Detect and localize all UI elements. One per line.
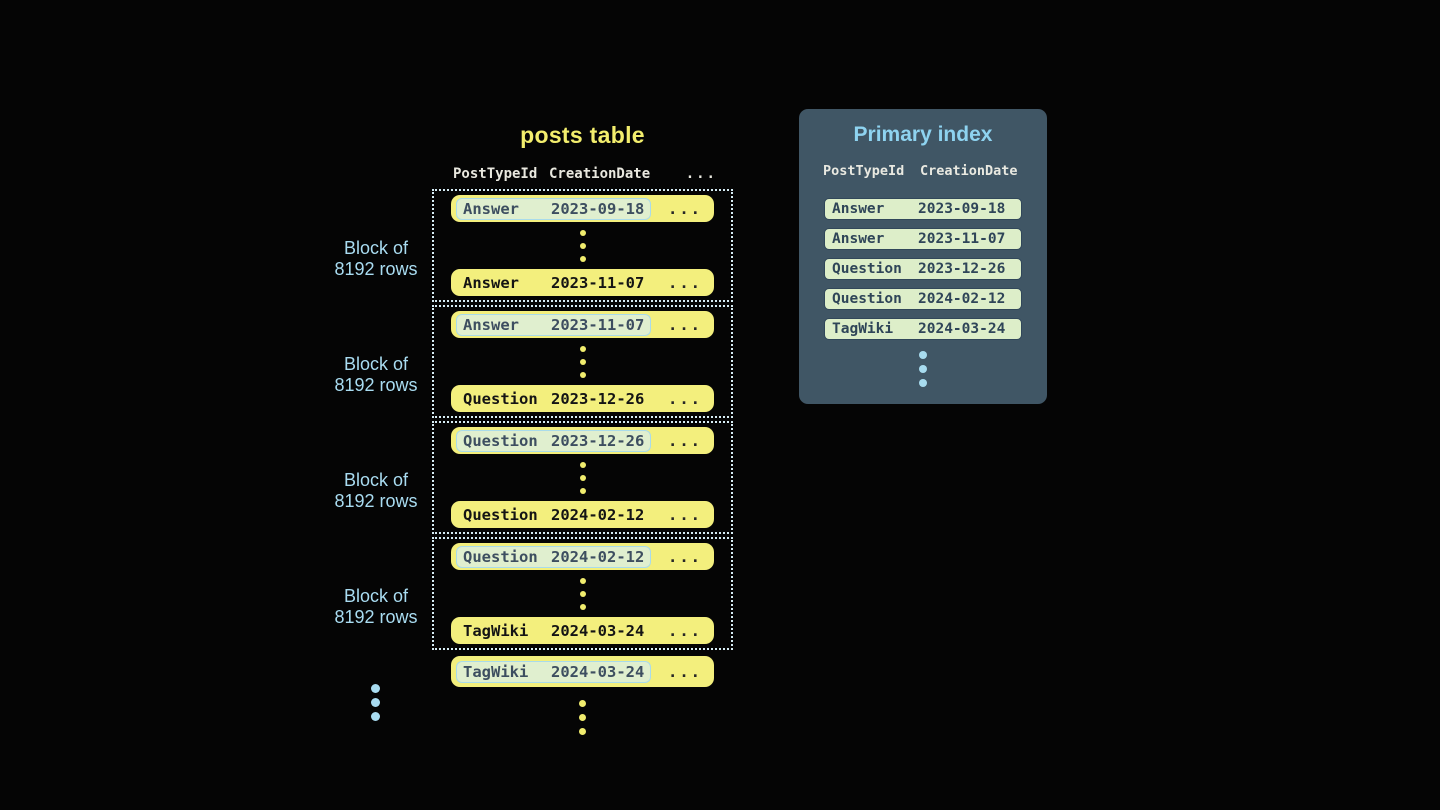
row-block-1: Answer 2023-09-18 ... Answer 2023-11-07 … [432, 189, 733, 302]
index-row: TagWiki 2024-03-24 [824, 318, 1022, 340]
primary-index-rows: Answer 2023-09-18 Answer 2023-11-07 Ques… [824, 198, 1022, 340]
cell-posttypeid: Question [463, 505, 538, 524]
row-block-3: Question 2023-12-26 ... Question 2024-02… [432, 421, 733, 534]
column-header-more-ellipsis: ... [685, 166, 717, 182]
cell-creationdate: 2024-02-12 [551, 505, 645, 524]
more-blocks-ellipsis-icon [371, 681, 380, 723]
block-label-4: Block of 8192 rows [334, 586, 418, 627]
index-key-highlight: Question 2024-02-12 [456, 545, 652, 568]
table-row: Answer 2023-11-07 ... [451, 269, 714, 296]
column-header-creationdate: CreationDate [920, 163, 1018, 179]
posts-table-title: posts table [520, 122, 645, 148]
cell-posttypeid: Question [832, 261, 902, 277]
cell-more-ellipsis: ... [668, 547, 702, 566]
cell-creationdate: 2024-02-12 [918, 291, 1006, 307]
index-row: Answer 2023-11-07 [824, 228, 1022, 250]
table-row: Answer 2023-11-07 ... [451, 311, 714, 338]
cell-posttypeid: Answer [463, 273, 519, 292]
index-row: Question 2023-12-26 [824, 258, 1022, 280]
cell-creationdate: 2023-12-26 [551, 389, 645, 408]
cell-posttypeid: TagWiki [832, 321, 894, 337]
cell-more-ellipsis: ... [668, 431, 702, 450]
cell-more-ellipsis: ... [668, 662, 702, 681]
block-label-3: Block of 8192 rows [334, 470, 418, 511]
column-header-creationdate: CreationDate [549, 166, 651, 182]
cell-more-ellipsis: ... [668, 505, 702, 524]
cell-creationdate: 2024-03-24 [551, 621, 645, 640]
posts-table-blocks: Answer 2023-09-18 ... Answer 2023-11-07 … [432, 189, 733, 738]
table-row: TagWiki 2024-03-24 ... [451, 617, 714, 644]
cell-creationdate: 2023-12-26 [551, 431, 645, 450]
table-row: Question 2023-12-26 ... [451, 427, 714, 454]
index-key-highlight: Question 2023-12-26 [456, 429, 652, 452]
vertical-ellipsis-icon [451, 342, 714, 381]
vertical-ellipsis-icon [432, 696, 733, 738]
table-row: Answer 2023-09-18 ... [451, 195, 714, 222]
primary-index-panel: Primary index PostTypeId CreationDate An… [799, 109, 1047, 404]
cell-more-ellipsis: ... [668, 199, 702, 218]
column-header-posttypeid: PostTypeId [823, 163, 905, 179]
cell-more-ellipsis: ... [668, 315, 702, 334]
cell-more-ellipsis: ... [668, 621, 702, 640]
table-row: Question 2024-02-12 ... [451, 543, 714, 570]
cell-creationdate: 2023-11-07 [551, 273, 645, 292]
column-header-posttypeid: PostTypeId [453, 166, 538, 182]
vertical-ellipsis-icon [451, 458, 714, 497]
cell-posttypeid: Question [463, 547, 538, 566]
row-block-4: Question 2024-02-12 ... TagWiki 2024-03-… [432, 537, 733, 650]
table-row: Question 2024-02-12 ... [451, 501, 714, 528]
cell-posttypeid: Question [463, 389, 538, 408]
cell-creationdate: 2023-11-07 [918, 231, 1006, 247]
cell-posttypeid: Question [463, 431, 538, 450]
cell-posttypeid: Answer [832, 201, 885, 217]
index-key-highlight: Answer 2023-09-18 [456, 197, 652, 220]
vertical-ellipsis-icon [451, 574, 714, 613]
cell-more-ellipsis: ... [668, 273, 702, 292]
cell-posttypeid: Answer [832, 231, 885, 247]
cell-posttypeid: Answer [463, 199, 519, 218]
cell-creationdate: 2023-12-26 [918, 261, 1006, 277]
cell-posttypeid: Answer [463, 315, 519, 334]
row-block-2: Answer 2023-11-07 ... Question 2023-12-2… [432, 305, 733, 418]
cell-creationdate: 2023-09-18 [551, 199, 645, 218]
table-row-overflow: TagWiki 2024-03-24 ... [451, 656, 714, 687]
cell-more-ellipsis: ... [668, 389, 702, 408]
cell-creationdate: 2023-11-07 [551, 315, 645, 334]
index-key-highlight: Answer 2023-11-07 [456, 313, 652, 336]
cell-creationdate: 2024-03-24 [918, 321, 1006, 337]
primary-index-title: Primary index [853, 123, 993, 146]
index-row: Question 2024-02-12 [824, 288, 1022, 310]
block-label-1: Block of 8192 rows [334, 238, 418, 279]
posts-table-column-headers: PostTypeId CreationDate ... [432, 166, 733, 182]
cell-posttypeid: TagWiki [463, 662, 529, 681]
table-row: Question 2023-12-26 ... [451, 385, 714, 412]
cell-posttypeid: Question [832, 291, 902, 307]
cell-creationdate: 2023-09-18 [918, 201, 1006, 217]
vertical-ellipsis-icon [799, 348, 1047, 390]
index-row: Answer 2023-09-18 [824, 198, 1022, 220]
cell-creationdate: 2024-03-24 [551, 662, 645, 681]
vertical-ellipsis-icon [451, 226, 714, 265]
block-label-2: Block of 8192 rows [334, 354, 418, 395]
index-key-highlight: TagWiki 2024-03-24 [456, 660, 652, 683]
cell-posttypeid: TagWiki [463, 621, 529, 640]
cell-creationdate: 2024-02-12 [551, 547, 645, 566]
primary-index-column-headers: PostTypeId CreationDate [799, 163, 1047, 179]
